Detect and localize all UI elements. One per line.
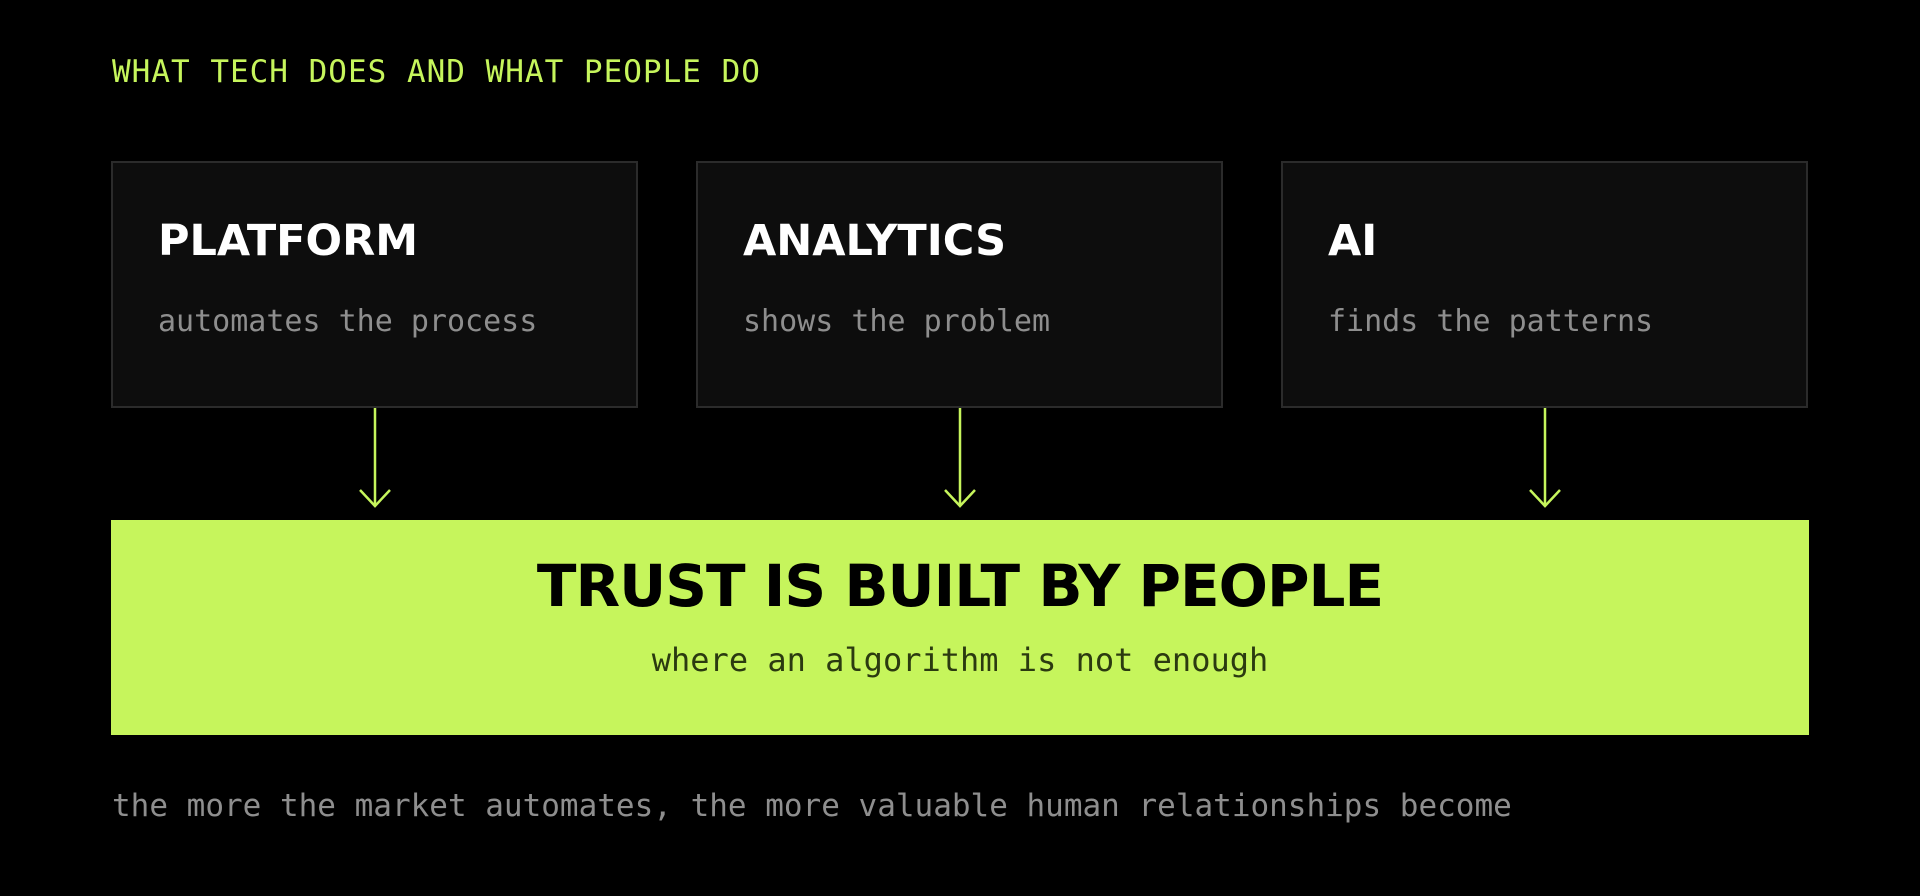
- section-heading: WHAT TECH DOES AND WHAT PEOPLE DO: [112, 54, 761, 90]
- card-analytics: ANALYTICS shows the problem: [696, 161, 1223, 408]
- card-subtitle: automates the process: [158, 304, 538, 339]
- card-title: AI: [1328, 216, 1378, 266]
- arrow-down-icon: [359, 408, 391, 508]
- card-title: PLATFORM: [158, 216, 419, 266]
- card-subtitle: finds the patterns: [1328, 304, 1654, 339]
- arrow-down-icon: [1529, 408, 1561, 508]
- card-platform: PLATFORM automates the process: [111, 161, 638, 408]
- arrow-down-icon: [944, 408, 976, 508]
- trust-banner: TRUST IS BUILT BY PEOPLE where an algori…: [111, 520, 1809, 735]
- card-subtitle: shows the problem: [743, 304, 1051, 339]
- card-ai: AI finds the patterns: [1281, 161, 1808, 408]
- footer-note: the more the market automates, the more …: [112, 788, 1512, 824]
- card-title: ANALYTICS: [743, 216, 1007, 266]
- banner-title: TRUST IS BUILT BY PEOPLE: [536, 552, 1384, 620]
- banner-subtitle: where an algorithm is not enough: [651, 641, 1269, 679]
